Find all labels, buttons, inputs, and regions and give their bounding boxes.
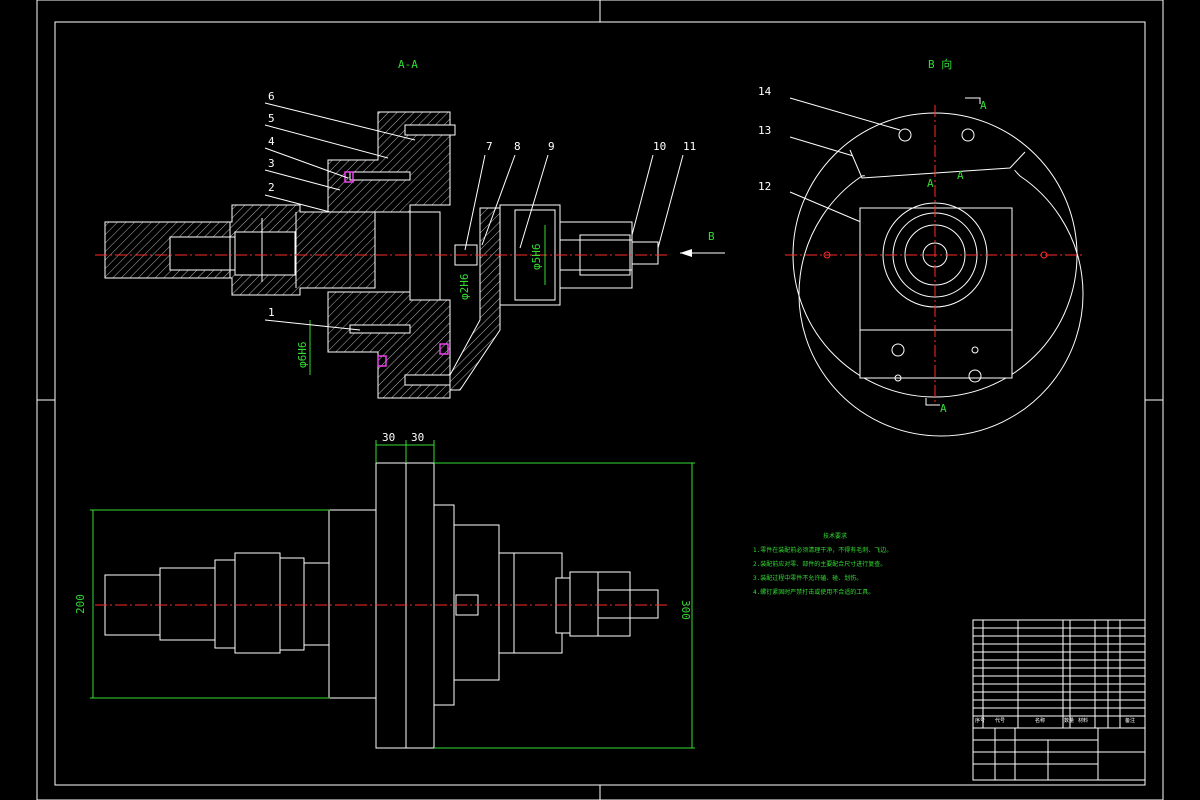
dim-d6: φ6H6 (296, 342, 309, 369)
sheet-border (36, 0, 1164, 800)
section-mark-bottom: A (940, 402, 947, 415)
dim-200: 200 (74, 594, 87, 614)
part-number-14: 14 (758, 85, 772, 98)
part-number-13: 13 (758, 124, 771, 137)
col-header-material: 材料 (1078, 717, 1088, 724)
section-view-label: A-A (398, 58, 418, 71)
front-view (95, 462, 670, 749)
part-leaders (264, 97, 901, 331)
front-dimensions: 200 300 30 30 (74, 431, 695, 749)
view-b-label: B 向 (928, 57, 952, 71)
dim-30-a: 30 (382, 431, 395, 444)
section-mark-mid: A (957, 169, 964, 182)
col-header-code: 代号 (995, 717, 1005, 724)
dim-d5: φ5H6 (530, 244, 543, 271)
col-header-no: 序号 (975, 717, 985, 724)
part-number-7: 7 (486, 140, 493, 153)
section-dimensions: φ5H6 φ2H6 φ6H6 (296, 225, 546, 375)
view-b-arrow: B (680, 230, 725, 257)
part-number-11: 11 (683, 140, 696, 153)
title-block: 序号 代号 名称 数量 材料 备注 (972, 619, 1146, 781)
part-number-9: 9 (548, 140, 555, 153)
notes-title: 技术要求 (823, 532, 847, 540)
col-header-qty: 数量 (1064, 717, 1074, 724)
dim-300: 300 (679, 600, 692, 620)
part-number-12: 12 (758, 180, 771, 193)
part-number-4: 4 (268, 135, 275, 148)
note-line-1: 1.零件在装配前必须清理干净，不得有毛刺、飞边。 (753, 546, 892, 554)
view-b: A A A A (785, 97, 1085, 437)
note-line-3: 3.装配过程中零件不允许磕、碰、划伤。 (753, 574, 862, 582)
part-number-1: 1 (268, 306, 275, 319)
part-number-8: 8 (514, 140, 521, 153)
part-numbers: 1 2 3 4 5 6 7 8 9 10 11 12 13 14 (268, 85, 772, 319)
part-number-5: 5 (268, 112, 275, 125)
part-number-3: 3 (268, 157, 275, 170)
note-line-2: 2.装配前应对零、部件的主要配合尺寸进行复查。 (753, 560, 886, 568)
dim-30-b: 30 (411, 431, 424, 444)
section-view-a-a (95, 111, 670, 399)
part-number-2: 2 (268, 181, 275, 194)
dim-d2: φ2H6 (458, 274, 471, 301)
section-mark-top: A (980, 99, 987, 112)
section-mark-left: A (927, 177, 934, 190)
col-header-name: 名称 (1035, 717, 1045, 724)
col-header-remark: 备注 (1125, 717, 1135, 724)
arrow-b-label: B (708, 230, 715, 243)
part-number-6: 6 (268, 90, 275, 103)
part-number-10: 10 (653, 140, 666, 153)
technical-notes: 技术要求 1.零件在装配前必须清理干净，不得有毛刺、飞边。 2.装配前应对零、部… (753, 532, 892, 596)
note-line-4: 4.螺钉紧固时严禁打击或使用不合适的工具。 (753, 588, 874, 596)
